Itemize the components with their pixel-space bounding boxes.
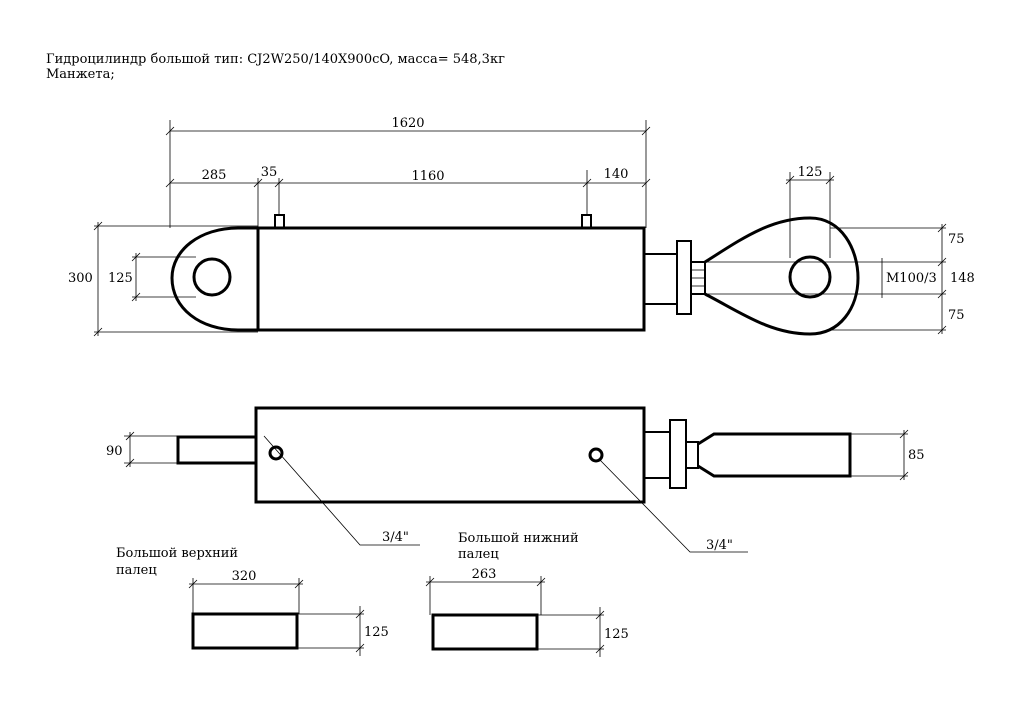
dim-tick xyxy=(165,126,175,136)
side-left-pin xyxy=(176,435,258,465)
dim-right: 140 xyxy=(604,167,629,182)
dim-tick xyxy=(937,223,947,233)
drawing-title: Гидроцилиндр большой тип: CJ2W250/140X90… xyxy=(46,52,505,67)
dim-tick xyxy=(125,431,135,441)
dim-tick xyxy=(937,289,947,299)
dim-port-spacing: 1160 xyxy=(411,169,444,184)
right-eye-outline xyxy=(704,216,860,336)
dim-tick xyxy=(294,579,304,589)
lower-pin-length: 263 xyxy=(472,567,497,582)
side-rod-eye xyxy=(697,432,852,478)
dim-tick xyxy=(165,178,175,188)
dim-tick xyxy=(899,471,909,481)
upper-pin-label: Большой верхний xyxy=(116,546,238,561)
upper-pin-diameter: 125 xyxy=(364,625,389,640)
upper-pin-body xyxy=(191,612,299,650)
port-left-top xyxy=(274,214,285,229)
drawing-subtitle: Манжета; xyxy=(46,67,115,82)
dim-tick xyxy=(93,221,103,231)
dim-tick xyxy=(937,325,947,335)
dim-tick xyxy=(355,643,365,653)
dim-height: 300 xyxy=(68,271,93,286)
dim-tick xyxy=(595,610,605,620)
leader-right-port xyxy=(599,459,748,553)
dim-tick xyxy=(595,644,605,654)
dim-tick xyxy=(937,257,947,267)
dim-tick xyxy=(899,429,909,439)
dim-tick xyxy=(825,175,835,185)
side-port-left xyxy=(268,445,284,461)
lower-pin-diameter: 125 xyxy=(604,627,629,642)
side-rod-guide xyxy=(643,431,671,479)
dim-tick xyxy=(355,609,365,619)
left-eye-outline xyxy=(170,226,258,332)
dim-tick xyxy=(125,458,135,468)
rod-guide xyxy=(643,253,678,305)
cylinder-body xyxy=(256,226,646,332)
side-cylinder-body xyxy=(254,406,646,504)
dim-tick xyxy=(93,327,103,337)
dim-tick xyxy=(536,577,546,587)
dim-left-eye: 285 xyxy=(202,168,227,183)
port-right-label: 3/4" xyxy=(706,538,733,553)
dim-bottom: 75 xyxy=(948,308,965,323)
dim-tick xyxy=(425,577,435,587)
upper-pin-length: 320 xyxy=(232,569,257,584)
port-left-label: 3/4" xyxy=(382,530,409,545)
dim-total: 1620 xyxy=(391,116,424,131)
dim-port-offset: 35 xyxy=(261,165,278,180)
dim-tick xyxy=(641,178,651,188)
dim-left-bore: 125 xyxy=(108,271,133,286)
dim-tick xyxy=(582,178,592,188)
dim-tick xyxy=(641,126,651,136)
dim-left-pin: 90 xyxy=(106,444,123,459)
dim-right-rod: 85 xyxy=(908,448,925,463)
upper-pin-label: палец xyxy=(116,563,157,578)
dim-tick xyxy=(785,175,795,185)
dim-tick xyxy=(131,252,141,262)
leader-left-port xyxy=(263,435,420,546)
dim-mid: 148 xyxy=(950,271,975,286)
right-eye-bore xyxy=(788,255,832,299)
dim-thread: M100/3 xyxy=(886,271,937,286)
lower-pin: Большой нижний палец 263 125 xyxy=(425,531,629,657)
lower-pin-label: палец xyxy=(458,547,499,562)
dim-tick xyxy=(253,178,263,188)
side-port-right xyxy=(588,447,604,463)
lower-pin-label: Большой нижний xyxy=(458,531,579,546)
side-rod-thread xyxy=(685,441,699,469)
dim-tick xyxy=(274,178,284,188)
lock-nut xyxy=(676,240,692,315)
side-view: 90 85 3/4" 3/4" xyxy=(106,406,925,553)
port-right-top xyxy=(581,214,592,229)
dim-tick xyxy=(131,292,141,302)
top-view: 1620 285 35 1160 140 125 300 xyxy=(68,116,975,337)
dim-top: 75 xyxy=(948,232,965,247)
left-eye-bore xyxy=(192,257,232,297)
lower-pin-body xyxy=(431,613,539,651)
dim-right-eye: 125 xyxy=(798,165,823,180)
dim-tick xyxy=(188,579,198,589)
side-lock-nut xyxy=(669,419,687,489)
upper-pin: Большой верхний палец 320 125 xyxy=(116,546,389,656)
